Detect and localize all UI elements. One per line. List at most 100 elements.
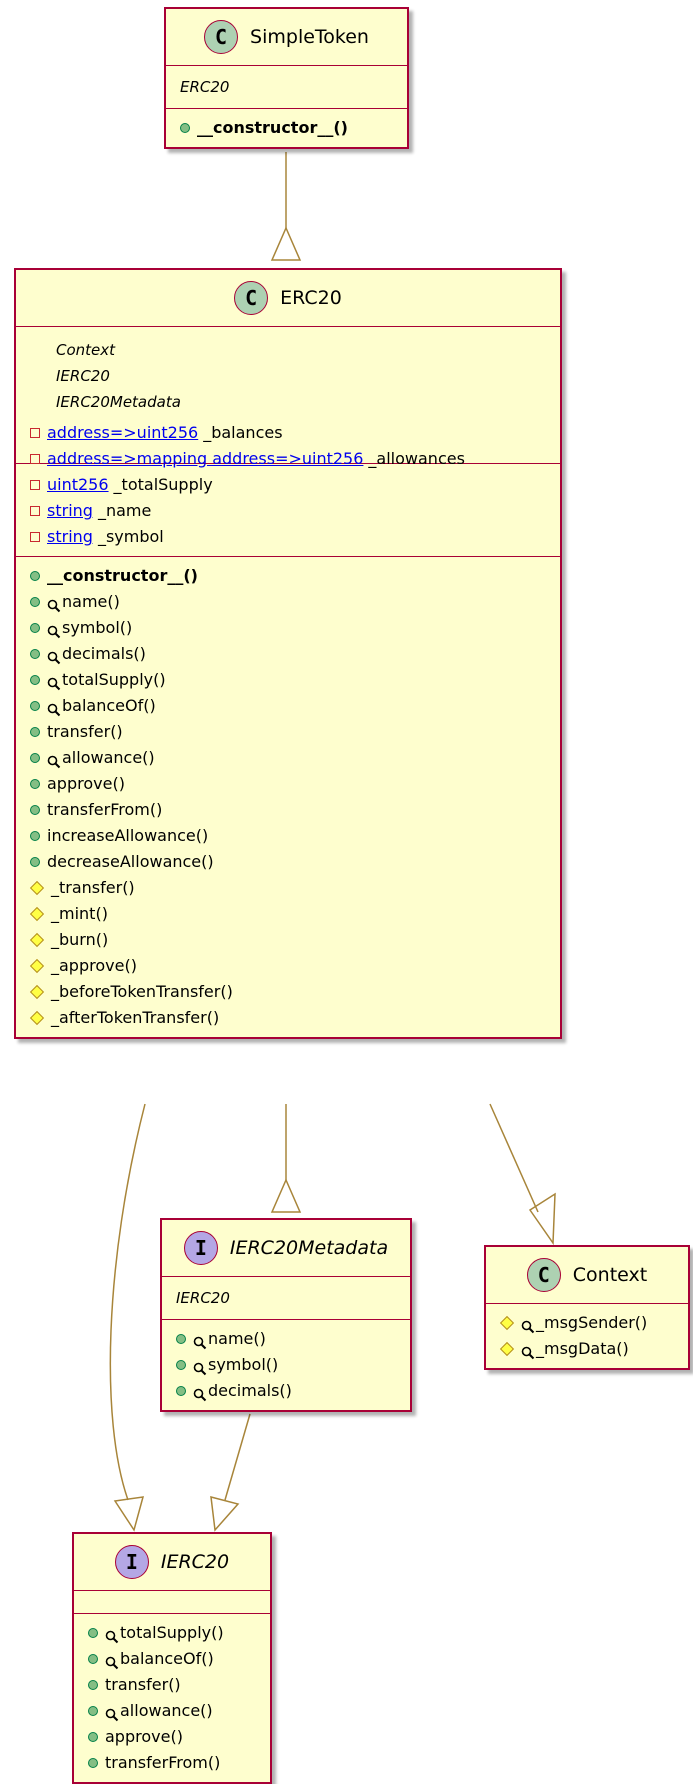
public-visibility-icon [180, 123, 190, 133]
class-header: I IERC20Metadata [162, 1220, 410, 1277]
protected-visibility-icon [29, 1010, 45, 1026]
class-context: C Context _msgSender()_msgData() [484, 1245, 690, 1370]
method-row: name() [176, 1326, 396, 1352]
arrowhead-ierc20-right [210, 1495, 240, 1532]
field-name: _symbol [97, 527, 164, 546]
method-row: decimals() [30, 641, 546, 667]
method-row: __constructor__() [180, 115, 393, 141]
method-row: __constructor__() [30, 563, 546, 589]
method-name: _approve() [51, 956, 137, 975]
magnifier-icon [47, 621, 61, 639]
method-name: name() [62, 592, 120, 611]
public-visibility-icon [30, 623, 40, 633]
extends-section: Context IERC20 IERC20Metadata [16, 327, 560, 464]
field-type-link[interactable]: string [47, 527, 93, 546]
public-visibility-icon [30, 779, 40, 789]
method-name: _afterTokenTransfer() [51, 1008, 220, 1027]
method-row: _msgSender() [499, 1310, 674, 1336]
method-row: balanceOf() [30, 693, 546, 719]
method-name: transfer() [47, 722, 123, 741]
arrow-erc20-context [489, 1103, 539, 1213]
method-name: name() [208, 1329, 266, 1348]
public-visibility-icon [30, 805, 40, 815]
methods-section: _msgSender()_msgData() [486, 1304, 688, 1368]
extends-item: Context [56, 341, 116, 359]
method-row: _afterTokenTransfer() [29, 1005, 546, 1031]
method-row: decreaseAllowance() [30, 849, 546, 875]
public-visibility-icon [176, 1386, 186, 1396]
protected-visibility-icon [29, 932, 45, 948]
class-erc20: C ERC20 Context IERC20 IERC20Metadata ad… [14, 268, 562, 1039]
method-name: _transfer() [51, 878, 135, 897]
public-visibility-icon [30, 649, 40, 659]
public-visibility-icon [30, 571, 40, 581]
magnifier-icon [193, 1384, 207, 1402]
class-title: ERC20 [280, 287, 342, 309]
class-title: Context [572, 1264, 648, 1286]
class-title: SimpleToken [250, 26, 369, 48]
method-name: decimals() [208, 1381, 292, 1400]
methods-section: totalSupply()balanceOf()transfer()allowa… [74, 1614, 270, 1782]
public-visibility-icon [30, 675, 40, 685]
field-row: string_symbol [30, 524, 546, 550]
extends-item: IERC20Metadata [56, 393, 181, 411]
method-row: _transfer() [29, 875, 546, 901]
extends-section: ERC20 [166, 66, 407, 109]
method-name: balanceOf() [62, 696, 156, 715]
class-simpletoken: C SimpleToken ERC20 __constructor__() [164, 7, 409, 149]
protected-visibility-icon [29, 880, 45, 896]
method-name: totalSupply() [62, 670, 166, 689]
class-badge-icon: C [526, 1258, 561, 1292]
method-name: _burn() [51, 930, 109, 949]
magnifier-icon [105, 1704, 119, 1722]
class-header: C ERC20 [16, 270, 560, 327]
extends-item: IERC20 [56, 367, 110, 385]
extends-item: ERC20 [180, 78, 230, 96]
extends-item: IERC20 [176, 1289, 230, 1307]
field-type-link[interactable]: string [47, 501, 93, 520]
magnifier-icon [193, 1358, 207, 1376]
methods-section: name()symbol()decimals() [162, 1320, 410, 1410]
method-row: allowance() [88, 1698, 256, 1724]
arrowhead-context [528, 1192, 556, 1246]
class-badge-icon: C [204, 20, 239, 54]
method-row: transferFrom() [88, 1750, 256, 1776]
private-visibility-icon [30, 454, 40, 464]
class-header: I IERC20 [74, 1534, 270, 1591]
public-visibility-icon [176, 1334, 186, 1344]
method-name: _msgSender() [536, 1313, 648, 1332]
field-type-link[interactable]: address=>uint256 [47, 423, 199, 442]
field-type-link[interactable]: address=>mapping address=>uint256 [47, 449, 364, 468]
field-type-link[interactable]: uint256 [47, 475, 109, 494]
public-visibility-icon [88, 1654, 98, 1664]
magnifier-icon [47, 699, 61, 717]
interface-ierc20: I IERC20 totalSupply()balanceOf()transfe… [72, 1532, 272, 1784]
field-name: _name [97, 501, 152, 520]
arrowhead-ierc20-left [113, 1496, 145, 1532]
method-name: _beforeTokenTransfer() [51, 982, 233, 1001]
arrowhead-ierc20metadata [270, 1178, 302, 1213]
method-row: decimals() [176, 1378, 396, 1404]
private-visibility-icon [30, 428, 40, 438]
method-name: approve() [105, 1727, 183, 1746]
private-visibility-icon [30, 480, 40, 490]
method-name: transferFrom() [105, 1753, 221, 1772]
field-name: _totalSupply [113, 475, 213, 494]
class-title: IERC20Metadata [229, 1237, 389, 1259]
interface-badge-icon: I [183, 1231, 218, 1265]
public-visibility-icon [88, 1628, 98, 1638]
method-name: totalSupply() [120, 1623, 224, 1642]
class-header: C Context [486, 1247, 688, 1304]
method-row: name() [30, 589, 546, 615]
public-visibility-icon [88, 1732, 98, 1742]
method-name: allowance() [62, 748, 155, 767]
class-title: IERC20 [160, 1551, 230, 1573]
public-visibility-icon [30, 597, 40, 607]
method-row: increaseAllowance() [30, 823, 546, 849]
empty-fields-section [74, 1591, 270, 1614]
public-visibility-icon [88, 1758, 98, 1768]
protected-visibility-icon [499, 1341, 515, 1357]
arrowhead-erc20 [270, 226, 302, 261]
